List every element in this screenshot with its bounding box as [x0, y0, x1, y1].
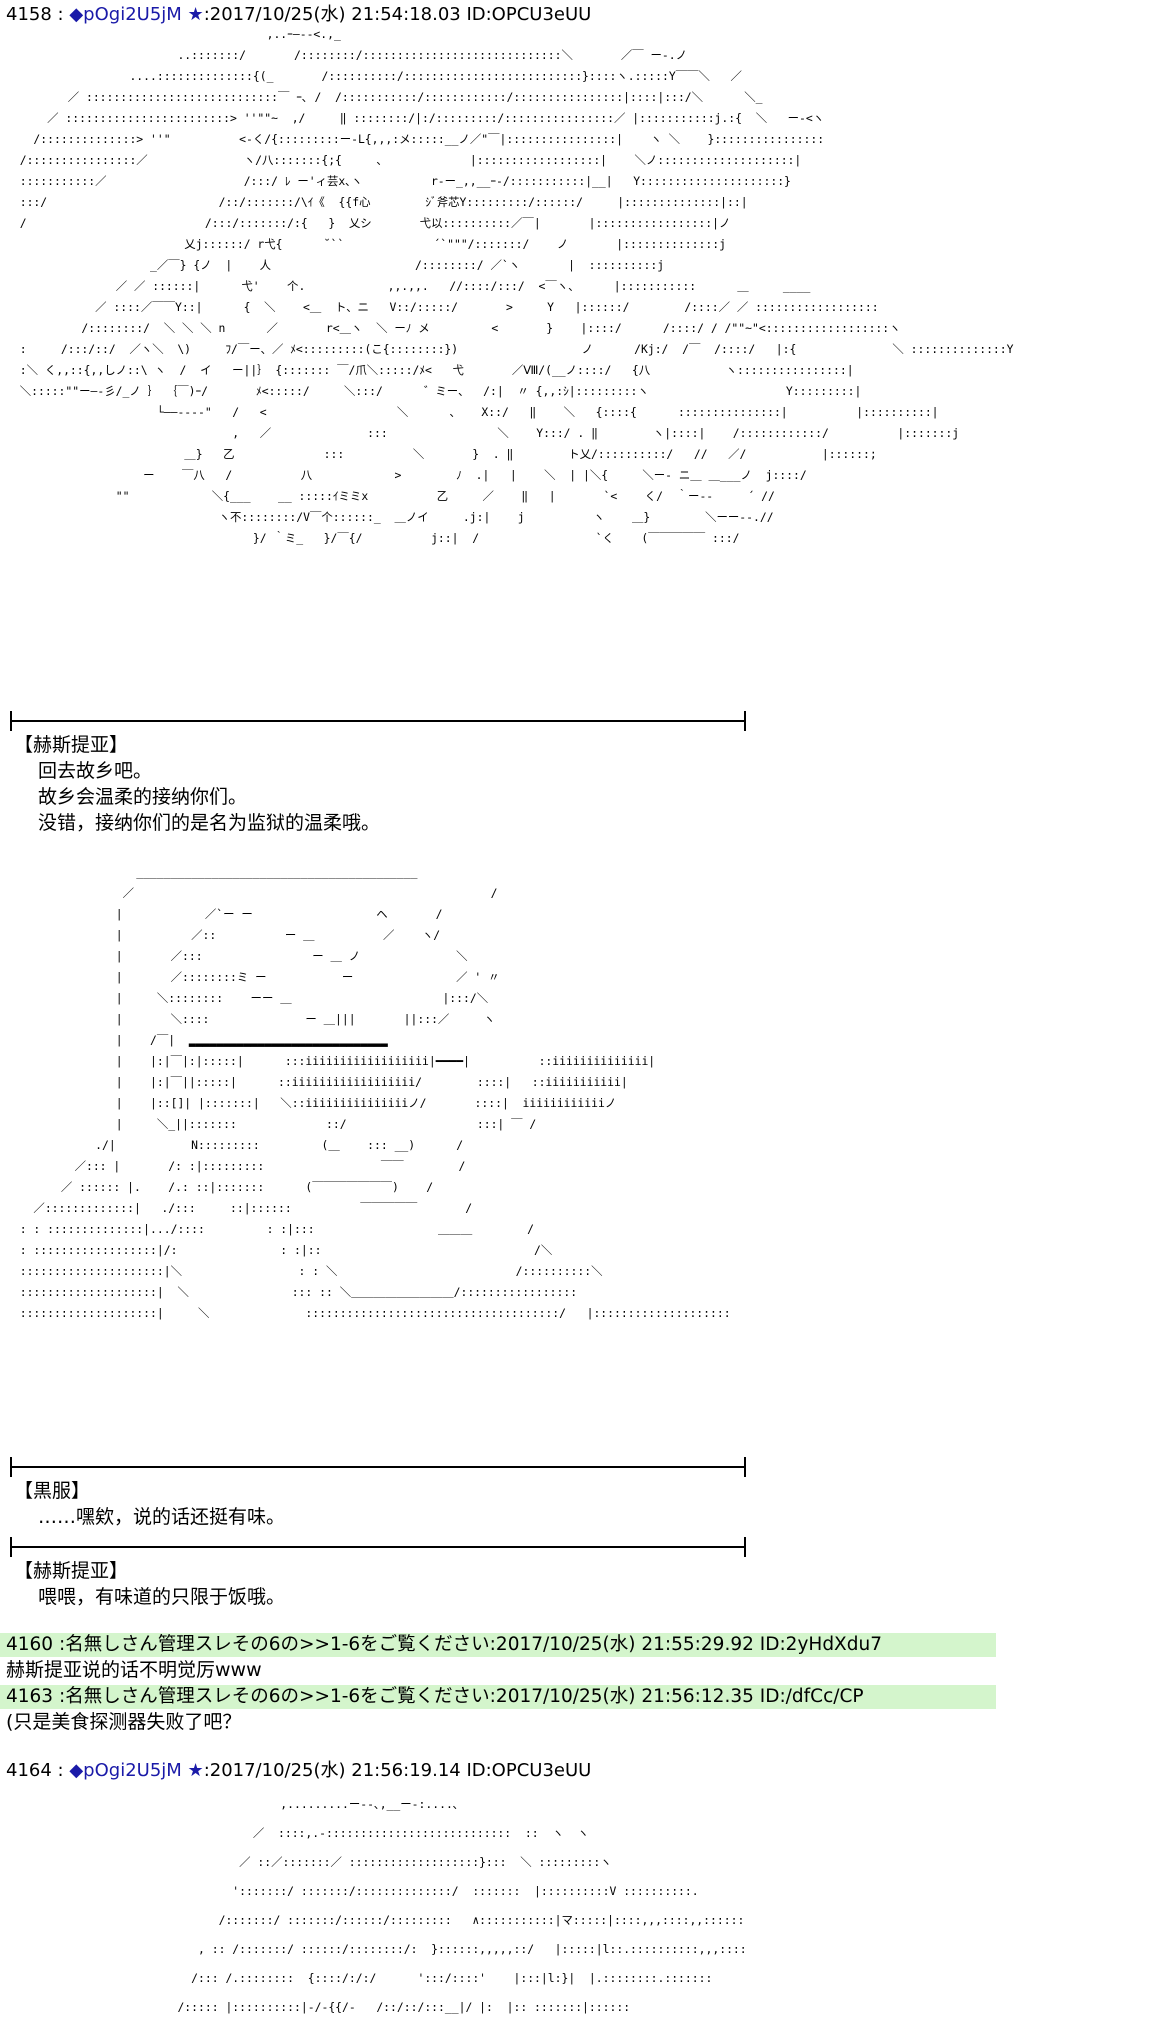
- post-number: 4158: [6, 4, 52, 25]
- ascii-art-kurofuku: ________________________________________…: [19, 865, 731, 1320]
- post-number: 4164: [6, 1760, 52, 1781]
- poster-name[interactable]: ◆pOgi2U5jM ★: [69, 1760, 204, 1781]
- post-header: 4164 : ◆pOgi2U5jM ★:2017/10/25(水) 21:56:…: [6, 1760, 592, 1781]
- post-date: :2017/10/25(水) 21:54:18.03 ID:OPCU3eUU: [203, 4, 592, 25]
- post-header: 4158 : ◆pOgi2U5jM ★:2017/10/25(水) 21:54:…: [6, 4, 592, 25]
- dialogue-line: 故乡会温柔的接纳你们。: [38, 786, 248, 808]
- dialogue-line: 喂喂，有味道的只限于饭哦。: [38, 1586, 286, 1608]
- dialogue-line: 回去故乡吧。: [38, 760, 153, 782]
- reply-header: 4163 :名無しさん管理スレその6の>>1-6をご覧ください:2017/10/…: [0, 1685, 996, 1709]
- post-date: :2017/10/25(水) 21:56:19.14 ID:OPCU3eUU: [203, 1760, 592, 1781]
- dialogue-line: 没错，接纳你们的是名为监狱的温柔哦。: [38, 812, 381, 834]
- speaker-name: 【赫斯提亚】: [14, 734, 129, 756]
- poster-name[interactable]: ◆pOgi2U5jM ★: [69, 4, 204, 25]
- scene-divider: [10, 1537, 746, 1557]
- ascii-art-hestia: ,..ｰ―‐-<.,_ ..:::::::/ /::::::::/:::::::…: [19, 27, 1014, 545]
- speaker-name: 【赫斯提亚】: [14, 1560, 129, 1582]
- scene-divider: [10, 1457, 746, 1477]
- reply-header: 4160 :名無しさん管理スレその6の>>1-6をご覧ください:2017/10/…: [0, 1633, 996, 1657]
- speaker-name: 【黒服】: [14, 1480, 91, 1502]
- ascii-art-hestia-2: ,.........ー‐-､,__ー‐:....､ ／ ::::,.-:::::…: [177, 1797, 747, 2014]
- scene-divider: [10, 711, 746, 731]
- reply-body: (只是美食探测器失败了吧？: [6, 1711, 242, 1733]
- reply-body: 赫斯提亚说的话不明觉厉www: [6, 1659, 262, 1681]
- dialogue-line: ……嘿欸，说的话还挺有味。: [38, 1506, 286, 1528]
